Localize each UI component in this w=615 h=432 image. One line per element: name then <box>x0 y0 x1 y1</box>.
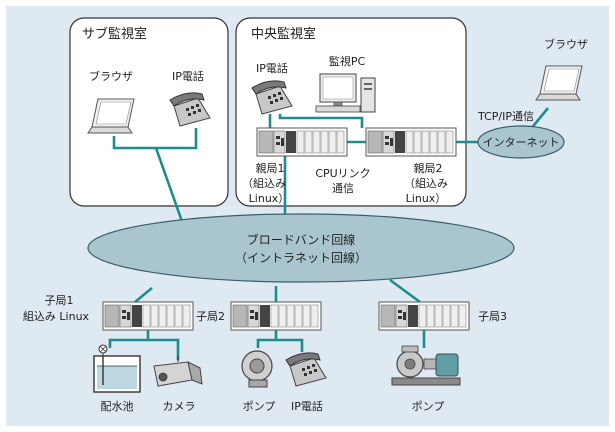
child3-link <box>389 278 421 304</box>
sub-room-uplink <box>154 147 187 231</box>
remote-browser-label: ブラウザ <box>544 37 588 51</box>
central-ip-phone-label: IP電話 <box>256 61 288 75</box>
field-phone-link <box>276 338 304 352</box>
cpu-link-comm-label: 通信 <box>332 182 354 195</box>
internet-label: インターネット <box>483 136 560 149</box>
reservoir-label: 配水池 <box>101 400 134 413</box>
broadband-network-cloud <box>87 213 515 283</box>
reservoir-icon <box>93 344 141 393</box>
child-station-2-name: 子局2 <box>196 310 225 323</box>
parent-station-2-name: 親局2 <box>414 162 443 175</box>
central-room-title: 中央監視室 <box>251 26 316 42</box>
tcpip-label: TCP/IP通信 <box>477 110 534 123</box>
monitor-pc-label: 監視PC <box>329 54 366 68</box>
camera-label: カメラ <box>163 400 196 413</box>
child-station-2-plc-icon <box>230 301 322 331</box>
child-station-1-os: 組込み Linux <box>23 310 90 323</box>
parent-station-1-linux: Linux） <box>249 192 290 205</box>
intranet-label: （イントラネット回線） <box>235 250 367 265</box>
sub-browser-label: ブラウザ <box>89 69 133 83</box>
broadband-label: ブロードバンド回線 <box>247 232 356 247</box>
parent-station-2-embedded: （組込み <box>404 177 448 190</box>
child-station-1-name: 子局1 <box>45 294 74 307</box>
child-station-1-plc-icon <box>102 301 194 331</box>
monitor-pc-link <box>278 114 364 128</box>
sub-room-title: サブ監視室 <box>82 26 147 42</box>
child1-link <box>134 286 153 304</box>
child-station-3-plc-icon <box>378 301 470 331</box>
monitor-pc-icon <box>315 73 376 113</box>
pump-1-icon <box>241 350 273 388</box>
child-station-3-name: 子局3 <box>478 310 507 323</box>
camera-link <box>148 338 180 360</box>
parent-station-2-plc-icon <box>365 127 457 157</box>
field-ip-phone-label: IP電話 <box>291 399 323 413</box>
pump-2-icon <box>391 345 461 386</box>
parent-station-1-plc-icon <box>256 127 348 157</box>
parent-station-1-name: 親局1 <box>256 162 285 175</box>
sub-ip-phone-label: IP電話 <box>172 69 204 83</box>
internet-cloud <box>477 125 565 159</box>
cpu-link-label: CPUリンク <box>315 167 370 180</box>
sub-room-lan-link <box>112 128 198 150</box>
pump1-link <box>256 330 278 348</box>
sub-monitoring-room-box <box>69 17 229 207</box>
pump-2-label: ポンプ <box>412 400 445 413</box>
reservoir-link <box>108 330 150 348</box>
network-links <box>108 107 550 360</box>
parent-station-1-embedded: （組込み <box>242 177 286 190</box>
camera-icon <box>153 356 203 387</box>
parent-station-2-linux: Linux） <box>406 192 447 205</box>
pump-1-label: ポンプ <box>243 400 276 413</box>
